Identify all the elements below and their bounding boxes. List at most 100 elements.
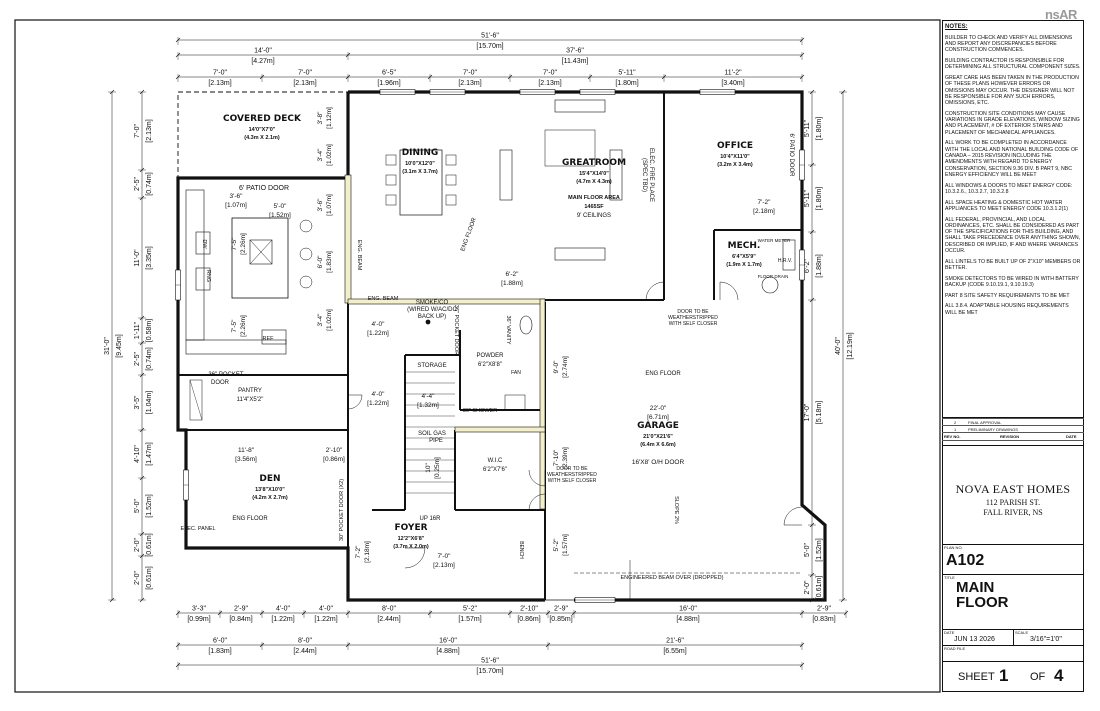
interior-dim-imperial: 3'-6"	[230, 193, 244, 200]
room-name-office: OFFICE	[717, 141, 753, 151]
dim-bottom-mid-imperial: 8'-0"	[298, 638, 312, 645]
dining-chair	[445, 154, 457, 166]
dim-top-total-metric: [15.70m]	[476, 43, 503, 50]
interior-dim-imperial: 7'-2"	[355, 545, 362, 559]
bar-stool	[299, 275, 313, 289]
dim-left-row-metric: [0.74m]	[146, 172, 153, 195]
dim-bottom-row-imperial: 3'-3"	[192, 606, 206, 613]
room-metric-den: (4.2m X 2.7m)	[252, 495, 288, 501]
hrv-unit	[782, 239, 796, 271]
dim-bottom-row-imperial: 2'-9"	[554, 606, 568, 613]
revision-no: 2	[954, 420, 957, 425]
door-swing	[404, 547, 426, 569]
room-metric-dining: (3.1m X 3.7m)	[402, 169, 438, 175]
dim-bottom-row-imperial: 16'-0"	[679, 606, 697, 613]
room-ceiling: 9' CEILINGS	[577, 213, 611, 219]
date-scale-cell: DATE JUN 13 2026 SCALE 3/16"=1'0"	[942, 629, 1084, 646]
dim-top-row-metric: [2.13m]	[458, 80, 481, 87]
sofa	[554, 247, 606, 261]
plan-number: A102	[946, 552, 985, 569]
interior-dim-metric: [1.57m]	[562, 534, 569, 556]
patio-door-label: 6' PATIO DOOR	[788, 134, 794, 178]
dim-top-mid-imperial: 37'-6"	[566, 48, 584, 55]
room-size-pantry: 11'4"X5'2"	[237, 397, 264, 403]
dim-top-row-imperial: 7'-0"	[463, 70, 477, 77]
fireplace-label: (SPEC TBD)	[641, 158, 647, 192]
dim-right-row-imperial: 17'-0"	[804, 403, 811, 421]
dim-left-row-metric: [0.58m]	[146, 319, 153, 342]
fan-label: FAN	[511, 370, 521, 376]
dim-bottom-row-metric: [0.85m]	[549, 616, 572, 623]
interior-dim-imperial: 3'-8"	[317, 111, 324, 125]
interior-dim-metric: [1.07m]	[225, 202, 247, 209]
room-name-pantry: PANTRY	[238, 388, 262, 394]
room-name-mech: MECH.	[728, 241, 761, 251]
interior-dim-imperial: 5'-2"	[553, 538, 560, 552]
sheet-title-cell: TITLE MAIN FLOOR	[942, 574, 1084, 630]
eng-beam-label: ENG. BEAM	[356, 240, 362, 271]
coffee-table	[544, 129, 596, 167]
dim-right-total-imperial: 40'-0"	[835, 337, 842, 355]
sheet-scale: 3/16"=1'0"	[1030, 636, 1062, 643]
dim-top-row-imperial: 11'-2"	[724, 70, 742, 77]
interior-dim-metric: [1.52m]	[269, 212, 291, 219]
revision-no-header: REV NO.	[944, 434, 961, 439]
smoke-label: BACK UP)	[418, 314, 446, 320]
beam-over-label: ENGINEERED BEAM OVER (DROPPED)	[621, 575, 724, 581]
dim-bottom-row-metric: [1.22m]	[314, 616, 337, 623]
room-size-garage: 21'0"X21'6"	[643, 434, 673, 440]
dim-left-row-metric: [0.61m]	[146, 566, 153, 589]
revision-date-header: DATE	[1066, 434, 1077, 439]
sheet-label: SHEET	[958, 671, 995, 683]
dim-bottom-row-imperial: 2'-10"	[520, 606, 538, 613]
elec-panel-label: ELEC. PANEL	[180, 526, 215, 532]
sheet-total: 4	[1054, 666, 1064, 685]
dim-bottom-row-metric: [2.44m]	[377, 616, 400, 623]
dim-bottom-mid-imperial: 16'-0"	[439, 638, 457, 645]
dim-top-mid-imperial: 14'-0"	[254, 48, 272, 55]
dim-bottom-row-metric: [1.22m]	[271, 616, 294, 623]
dim-top-row-imperial: 6'-5"	[382, 70, 396, 77]
soil-gas-label: SOIL GAS	[418, 431, 446, 437]
door-note: DOOR TO BE	[556, 466, 588, 472]
note-item: CONSTRUCTION SITE CONDITIONS MAY CAUSE V…	[945, 110, 1080, 136]
pocket-door-label: 36" POCKET	[208, 372, 243, 378]
dim-bottom-row-metric: [0.99m]	[187, 616, 210, 623]
company-name: NOVA EAST HOMES	[955, 482, 1071, 496]
interior-dim-metric: [1.83m]	[326, 251, 333, 273]
room-metric-foyer: (3.7m X 2.0m)	[393, 544, 429, 550]
dim-top-row-imperial: 7'-0"	[213, 70, 227, 77]
revision-row: 2 FINAL APPROVAL	[942, 418, 1084, 426]
smoke-label: (WIRED W/AC/DC	[407, 307, 457, 313]
dim-top-row-metric: [3.40m]	[721, 80, 744, 87]
dim-bottom-mid-metric: [1.83m]	[208, 648, 231, 655]
interior-dim-metric: [2.74m]	[562, 356, 569, 378]
dim-right-row-metric: [1.80m]	[816, 187, 823, 210]
bar-stool	[299, 247, 313, 261]
dim-left-row-metric: [1.47m]	[146, 442, 153, 465]
note-item: BUILDING CONTRACTOR IS RESPONSIBLE FOR D…	[945, 57, 1081, 71]
revision-table: 2 FINAL APPROVAL 1 PRELIMINARY DRAWINGS …	[942, 417, 1084, 446]
dining-chair	[385, 174, 397, 186]
interior-dim-imperial: 4'-0"	[372, 321, 386, 328]
interior-dim-metric: [2.13m]	[433, 562, 455, 569]
dim-left-row-imperial: 2'-5"	[134, 177, 141, 191]
sheet-number-cell: SHEET 1 OF 4	[942, 661, 1084, 692]
dim-bottom-mid-metric: [2.44m]	[293, 648, 316, 655]
dim-right-row-imperial: 5'-0"	[804, 543, 811, 557]
door-swing	[528, 469, 546, 487]
dim-right-row-metric: [5.18m]	[816, 401, 823, 424]
room-size-den: 13'8"X10'0"	[255, 487, 285, 493]
room-size-greatroom: 15'4"X14'0"	[579, 171, 609, 177]
door-swing	[528, 493, 546, 511]
dim-bottom-total-imperial: 51'-6"	[481, 658, 499, 665]
sink	[249, 239, 273, 265]
range	[195, 267, 211, 291]
door-swing	[719, 281, 739, 301]
interior-dim-metric: [1.88m]	[501, 280, 523, 287]
dim-bottom-row-metric: [0.86m]	[517, 616, 540, 623]
dim-top-mid-metric: [4.27m]	[251, 58, 274, 65]
door-note: WEATHERSTRIPPED	[668, 315, 718, 321]
revision-header: REVISION	[1000, 434, 1020, 439]
